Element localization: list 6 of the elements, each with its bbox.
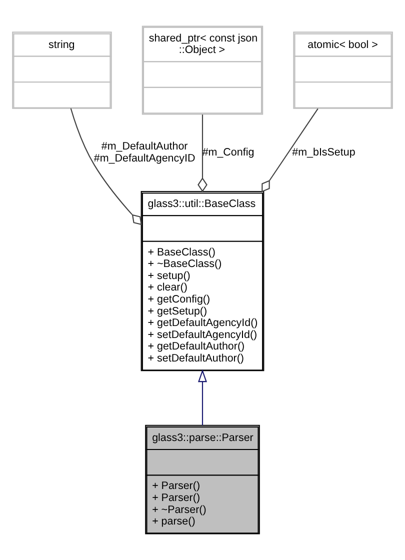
connector bbox=[262, 108, 318, 192]
edge-label: #m_bIsSetup bbox=[292, 146, 356, 159]
connector bbox=[198, 114, 208, 192]
arrow bbox=[198, 369, 208, 426]
edge-label: #m_DefaultAuthor #m_DefaultAgencyID bbox=[94, 140, 196, 164]
connector bbox=[70, 108, 142, 226]
